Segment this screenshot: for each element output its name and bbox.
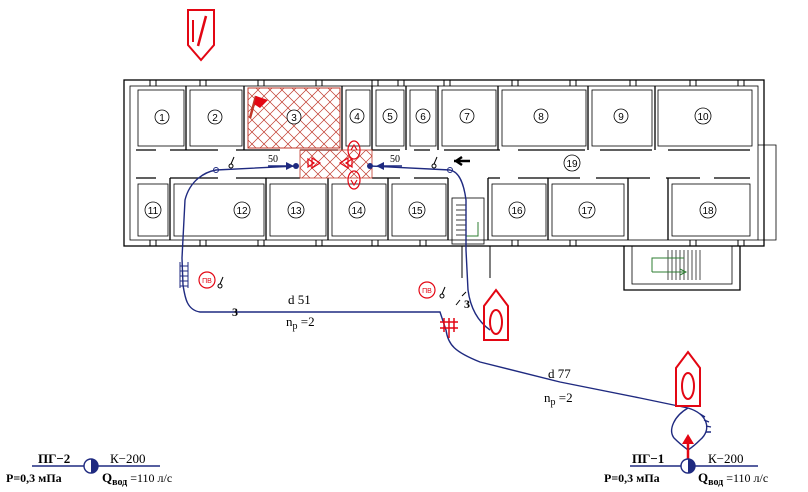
pv-badge-right: ПВ <box>418 281 436 299</box>
svg-text:ПВ: ПВ <box>422 288 432 295</box>
hose-length-left: 50 <box>268 154 278 165</box>
pv-badge-left: ПВ <box>198 271 216 289</box>
svg-text:9: 9 <box>618 112 624 123</box>
svg-text:11: 11 <box>148 206 159 217</box>
hydrant-left-pressure: Р=0,3 мПа <box>6 471 62 485</box>
fire-truck-2-icon <box>675 350 701 407</box>
svg-text:19: 19 <box>566 159 578 170</box>
hose-lines <box>181 162 689 409</box>
room-3-label: 3 <box>286 109 302 125</box>
svg-text:8: 8 <box>538 112 544 123</box>
hydrant-left-id: ПГ−2 <box>38 451 70 466</box>
svg-text:5: 5 <box>387 112 393 123</box>
room-8-label: 8 <box>533 108 549 124</box>
room-14-label: 14 <box>348 201 366 219</box>
left-line-diameter: d 51 <box>288 292 311 307</box>
svg-text:ПВ: ПВ <box>202 278 212 285</box>
room-labels: 1 2 3 4 5 6 7 8 9 10 11 12 13 14 15 16 1… <box>144 107 717 219</box>
hydrant-right-id: ПГ−1 <box>632 451 664 466</box>
trunk-icons <box>217 156 446 299</box>
fire-spread-arrows-icon <box>307 140 361 190</box>
direction-arrow-icon <box>454 155 470 167</box>
hydrant-left-main: К−200 <box>110 451 146 466</box>
room-4-label: 4 <box>349 108 365 124</box>
svg-text:10: 10 <box>697 112 709 123</box>
staircase-right <box>623 245 741 291</box>
hydrant-right-main: К−200 <box>708 451 744 466</box>
room-7-label: 7 <box>459 108 475 124</box>
room-1-label: 1 <box>154 109 170 125</box>
svg-text:13: 13 <box>290 206 302 217</box>
svg-text:6: 6 <box>420 112 426 123</box>
suction-hose-icon <box>670 407 712 460</box>
svg-text:1: 1 <box>159 113 165 124</box>
fire-truck-1-icon <box>483 288 509 341</box>
svg-text:18: 18 <box>702 206 714 217</box>
room-16-label: 16 <box>508 201 526 219</box>
hydrant-right: ПГ−1 К−200 Р=0,3 мПа Qвод =110 л/с <box>604 451 768 488</box>
svg-text:17: 17 <box>581 206 593 217</box>
right-line-diameter: d 77 <box>548 366 571 381</box>
svg-text:14: 14 <box>351 206 363 217</box>
room-9-label: 9 <box>613 108 629 124</box>
hydrant-left-flow: Qвод =110 л/с <box>102 470 172 488</box>
hydrant-right-pressure: Р=0,3 мПа <box>604 471 660 485</box>
left-line-np: np =2 <box>286 314 315 332</box>
hydrant-left: ПГ−2 К−200 Р=0,3 мПа Qвод =110 л/с <box>6 451 172 488</box>
svg-text:2: 2 <box>212 113 218 124</box>
hose-length-right: 50 <box>390 154 400 165</box>
room-5-label: 5 <box>382 108 398 124</box>
fire-flag-icon <box>248 95 268 119</box>
svg-text:7: 7 <box>464 112 470 123</box>
svg-text:16: 16 <box>511 206 523 217</box>
branching-icon <box>440 318 458 338</box>
hydrant-right-flow: Qвод =110 л/с <box>698 470 768 488</box>
ladder-icon <box>179 262 189 288</box>
fire-truck-arriving-icon <box>187 9 215 62</box>
room-6-label: 6 <box>415 108 431 124</box>
room-12-label: 12 <box>233 201 251 219</box>
building-plan <box>123 79 777 291</box>
staircase-center <box>451 197 491 278</box>
room-10-label: 10 <box>694 107 712 125</box>
room-15-label: 15 <box>408 201 426 219</box>
svg-text:12: 12 <box>236 206 248 217</box>
room-17-label: 17 <box>578 201 596 219</box>
room-2-label: 2 <box>207 109 223 125</box>
room-13-label: 13 <box>287 201 305 219</box>
right-line-np: np =2 <box>544 390 573 408</box>
room-19-label: 19 <box>563 154 581 172</box>
svg-text:15: 15 <box>411 206 423 217</box>
svg-text:4: 4 <box>354 112 360 123</box>
room-18-label: 18 <box>699 201 717 219</box>
room-11-label: 11 <box>144 201 162 219</box>
left-line-count: 3 <box>232 305 238 319</box>
right-line-count: 3 <box>464 297 470 311</box>
svg-text:3: 3 <box>291 113 297 124</box>
